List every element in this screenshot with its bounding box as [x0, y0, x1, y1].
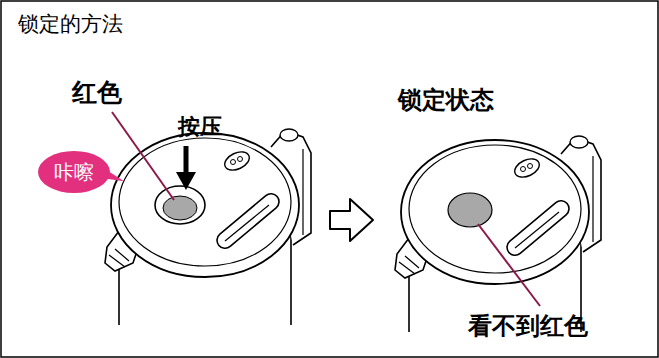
bubble-body	[38, 151, 110, 193]
leader-line	[112, 112, 174, 200]
figure-title: 锁定的方法	[18, 12, 123, 37]
part-label: 看不到红色	[468, 312, 588, 341]
pot-lid-locked	[395, 136, 601, 332]
state-label: 锁定状态	[398, 86, 494, 115]
press-arrow	[184, 146, 189, 176]
speech-bubble: 咔嚓	[38, 151, 110, 193]
pot-lid-before	[105, 129, 311, 325]
button-hole	[155, 186, 205, 224]
lock-button-pressed	[448, 193, 492, 227]
leader-line	[478, 224, 540, 306]
transition-arrow	[330, 199, 373, 241]
part-label: 红色	[72, 78, 122, 108]
lock-button-red	[163, 196, 197, 220]
action-label: 按压	[178, 114, 222, 140]
press-arrow-head	[176, 172, 196, 190]
sound-text: 咔嚓	[54, 160, 94, 184]
